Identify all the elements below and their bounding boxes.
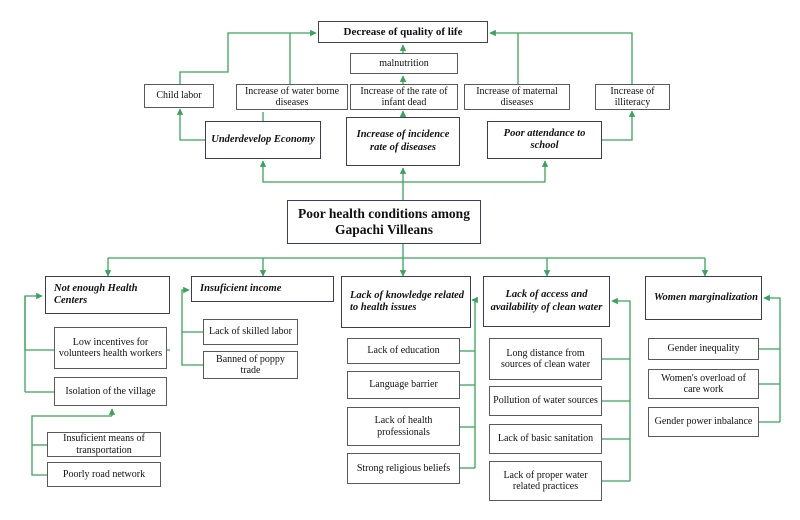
child-labor-box: Child labor	[144, 84, 214, 108]
connector-27	[181, 332, 203, 366]
cause-income-header: Insuficient income	[191, 276, 334, 302]
connector-41	[763, 294, 781, 422]
connector-1	[259, 160, 403, 183]
lack-education-box: Lack of education	[347, 338, 460, 364]
low-incentives-box: Low incentives for volunteers health wor…	[54, 327, 167, 369]
infant-dead-box: Increase of the rate of infant dead	[350, 84, 458, 110]
poor-attendance-box: Poor attendance to school	[487, 121, 602, 159]
religious-beliefs-box: Strong religious beliefs	[347, 453, 460, 484]
poppy-trade-box: Banned of poppy trade	[203, 351, 298, 379]
isolation-box: Isolation of the village	[54, 377, 167, 406]
illiteracy-box: Increase of illiteracy	[595, 84, 670, 110]
incidence-rate-box: Increase of incidence rate of diseases	[346, 117, 460, 166]
road-network-box: Poorly road network	[47, 462, 161, 487]
connector-12	[489, 29, 633, 84]
malnutrition-box: malnutrition	[350, 53, 458, 74]
water-practices-box: Lack of proper water related practices	[489, 461, 602, 501]
long-distance-box: Long distance from sources of clean wate…	[489, 338, 602, 380]
care-work-box: Women's overload of care work	[648, 369, 759, 399]
quality-of-life-box: Decrease of quality of life	[318, 21, 488, 43]
cause-clean-water-header: Lack of access and availability of clean…	[483, 276, 610, 327]
gender-inequality-box: Gender inequality	[648, 338, 759, 360]
underdevelop-economy-box: Underdevelop Economy	[205, 121, 321, 159]
basic-sanitation-box: Lack of basic sanitation	[489, 424, 602, 454]
connector-26	[181, 286, 203, 333]
cause-health-centers-header: Not enough Health Centers	[45, 276, 170, 314]
transportation-box: Insuficient means of transportation	[47, 432, 161, 457]
maternal-diseases-box: Increase of maternal diseases	[464, 84, 570, 110]
gender-power-box: Gender power inbalance	[648, 407, 759, 437]
connector-2	[403, 160, 549, 183]
skilled-labor-box: Lack of skilled labor	[203, 319, 298, 345]
water-pollution-box: Pollution of water sources	[489, 386, 602, 416]
health-professionals-box: Lack of health professionals	[347, 407, 460, 446]
connector-37	[611, 297, 631, 481]
connector-9	[179, 29, 317, 84]
connector-32	[471, 296, 478, 468]
water-borne-diseases-box: Increase of water borne diseases	[236, 84, 348, 110]
cause-women-header: Women marginalization	[645, 276, 762, 320]
core-problem-box: Poor health conditions among Gapachi Vil…	[287, 200, 481, 244]
cause-knowledge-header: Lack of knowledge related to health issu…	[341, 276, 471, 328]
language-barrier-box: Language barrier	[347, 371, 460, 399]
